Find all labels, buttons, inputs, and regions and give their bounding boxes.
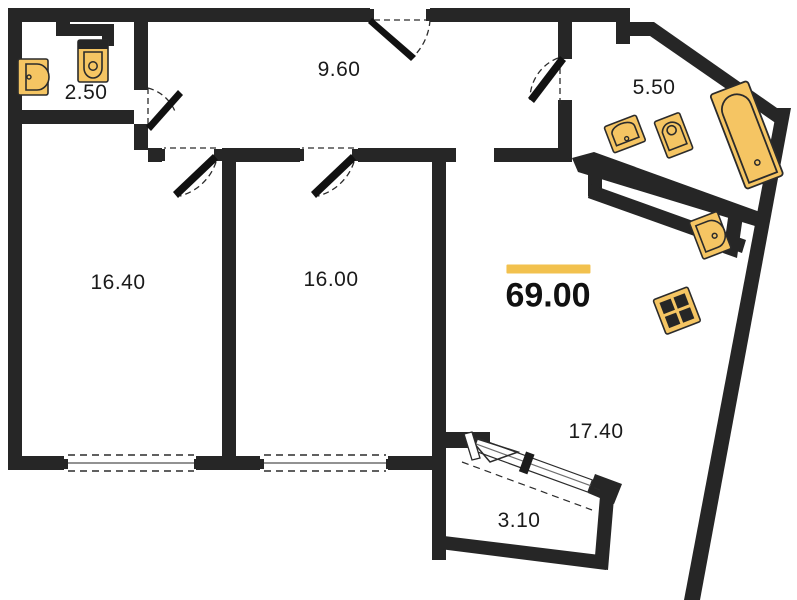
windows-group [68,454,386,472]
wall-entry-stub [494,148,572,162]
room-label-bedroom-left: 16.40 [90,271,146,294]
wall-small-bath-bottom [8,110,148,124]
door-small-bathroom [134,84,183,131]
window-jamb-3 [258,459,266,469]
total-area-badge: 69.00 [505,264,591,316]
wall-top-left-a [8,8,70,22]
room-label-living-kitchen: 17.40 [568,420,624,443]
wall-bath-bottom [572,152,760,226]
window-bedroom-right [264,454,386,472]
toilet-icon [653,112,694,159]
wall-top-main-2 [430,8,630,22]
wall-living-left [432,456,446,560]
room-label-balcony: 3.10 [497,509,541,532]
wall-small-bath-right [134,8,148,86]
toilet-icon [77,39,109,83]
window-jamb-4 [384,459,392,469]
fixtures-group [17,39,784,335]
wall-bedroom-right-outer [432,148,446,496]
sink-icon [17,58,50,96]
wall-outer-left-bottom [8,110,22,470]
wall-top-right-run [616,22,654,36]
wall-bedroom-partition [222,148,236,468]
wall-balcony-bottom [432,536,608,570]
wall-niche-horizontal [56,24,114,36]
total-area-accent-bar [506,264,590,274]
door-main-bathroom [528,52,572,107]
window-bedroom-left [68,454,194,472]
room-label-hall: 9.60 [317,58,361,81]
total-area-value: 69.00 [505,276,591,315]
wall-small-bath-right-lower [134,128,148,150]
sink-icon [603,114,646,154]
door-bedroom-right [297,147,360,198]
door-hall-top [368,8,432,61]
doors-group [134,8,601,511]
wall-top-main [70,8,370,22]
wall-corridor-right [558,100,572,162]
wall-bottom-left-b [196,456,260,470]
room-label-bathroom-small: 2.50 [64,81,108,104]
room-label-bathroom-main: 5.50 [632,76,676,99]
wall-bottom-right-a [388,456,446,470]
wall-right-outer-diagonal [684,108,791,600]
wall-bottom-left-a [8,456,64,470]
window-jamb-1 [62,459,70,469]
sink-icon [688,211,732,260]
door-bedroom-left [158,147,222,198]
bathtub-icon [709,80,784,190]
window-jamb-2 [192,459,200,469]
door-balcony-sliding [461,431,601,511]
stove-icon [652,286,702,335]
wall-balcony-right [594,484,615,570]
room-label-bedroom-right: 16.00 [303,268,359,291]
